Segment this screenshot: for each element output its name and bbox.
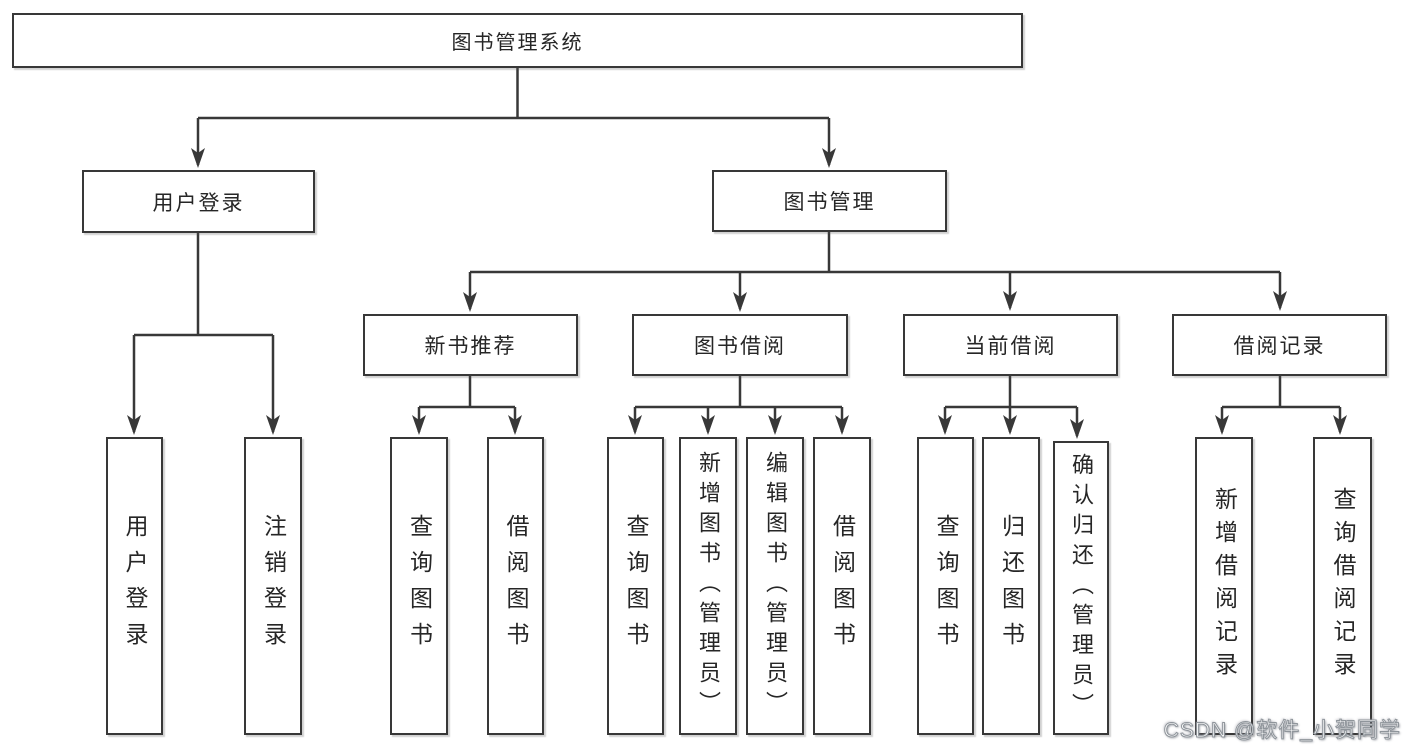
node-label: 借阅图书 xyxy=(829,514,856,658)
node-new-book-recommend: 新书推荐 xyxy=(363,314,578,376)
leaf-return-books: 归还图书 xyxy=(982,437,1040,735)
leaf-borrow-books: 借阅图书 xyxy=(813,437,871,735)
leaf-edit-books-admin: 编辑图书（管理员） xyxy=(746,437,804,735)
node-label: 图书管理系统 xyxy=(451,32,584,54)
node-label: 新书推荐 xyxy=(424,335,517,358)
leaf-query-books-borrow: 查询图书 xyxy=(607,437,664,735)
node-label: 查询图书 xyxy=(623,514,649,658)
node-root-library-system: 图书管理系统 xyxy=(12,13,1023,68)
node-label: 归还图书 xyxy=(998,514,1025,658)
node-label: 新增借阅记录 xyxy=(1211,487,1238,685)
node-book-management: 图书管理 xyxy=(712,170,947,232)
leaf-query-books-current: 查询图书 xyxy=(917,437,974,735)
leaf-confirm-return-admin: 确认归还（管理员） xyxy=(1053,441,1109,735)
node-label: 注销登录 xyxy=(260,514,287,658)
leaf-borrow-books-recommend: 借阅图书 xyxy=(487,437,544,735)
node-label: 新增图书（管理员） xyxy=(696,451,721,721)
node-label: 借阅记录 xyxy=(1233,335,1326,358)
node-book-borrow: 图书借阅 xyxy=(632,314,848,376)
leaf-add-books-admin: 新增图书（管理员） xyxy=(679,437,737,735)
csdn-watermark: CSDN @软件_小贺同学 xyxy=(1163,719,1401,743)
node-label: 图书借阅 xyxy=(694,335,786,358)
node-label: 查询图书 xyxy=(406,514,433,658)
leaf-add-borrow-record: 新增借阅记录 xyxy=(1195,437,1253,735)
leaf-query-books-recommend: 查询图书 xyxy=(390,437,448,735)
node-label: 查询图书 xyxy=(933,514,959,658)
node-borrow-records: 借阅记录 xyxy=(1172,314,1387,376)
node-label: 确认归还（管理员） xyxy=(1069,453,1094,723)
leaf-query-borrow-record: 查询借阅记录 xyxy=(1313,437,1372,735)
node-label: 用户登录 xyxy=(122,514,148,658)
node-label: 图书管理 xyxy=(783,191,876,214)
node-label: 编辑图书（管理员） xyxy=(763,451,788,721)
node-current-borrow: 当前借阅 xyxy=(903,314,1118,376)
node-label: 借阅图书 xyxy=(503,514,529,658)
node-label: 查询借阅记录 xyxy=(1330,487,1356,685)
node-user-login: 用户登录 xyxy=(82,170,315,233)
node-label: 当前借阅 xyxy=(964,335,1057,358)
leaf-user-login: 用户登录 xyxy=(106,437,163,735)
node-label: 用户登录 xyxy=(152,191,245,215)
leaf-logout: 注销登录 xyxy=(244,437,302,735)
